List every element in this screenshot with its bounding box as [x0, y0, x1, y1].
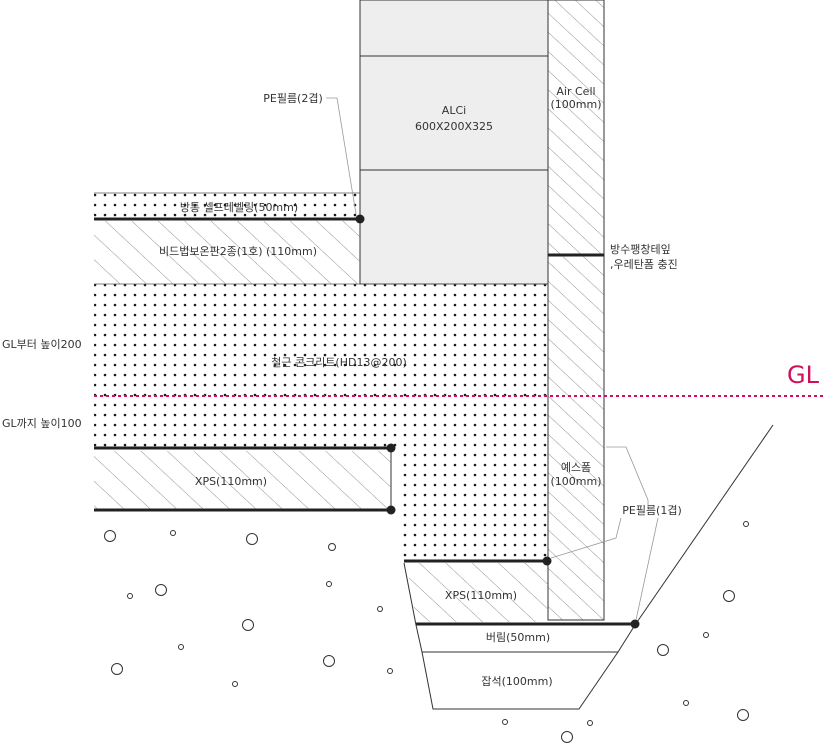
bead-insulation-layer: [94, 221, 360, 284]
xps-bottom-layer: [407, 563, 548, 622]
membranes: [94, 214, 640, 629]
height-from-gl-label: GL부터 높이200: [2, 338, 82, 351]
pe-film-bottom-label: PE필름(1겹): [622, 504, 682, 517]
air-cell-thk-label: (100mm): [550, 98, 601, 111]
xps-bottom-label: XPS(110mm): [445, 589, 517, 602]
gravel-label: 잡석(100mm): [481, 675, 552, 688]
height-to-gl-label: GL까지 높이100: [2, 417, 82, 430]
concrete-slab: [94, 283, 548, 560]
alc-name-label: ALCi: [442, 104, 466, 117]
alc-block: [359, 0, 549, 285]
self-leveling-layer: [94, 193, 360, 218]
xps-left-layer: [94, 451, 391, 510]
excavation-slope: [634, 424, 774, 626]
bead-insulation-label: 비드법보온판2종(1호) (110mm): [159, 245, 317, 258]
rc-concrete-label: 철근 콘크리트(HD13@200): [271, 356, 407, 369]
esfoam-thk-label: (100mm): [550, 475, 601, 488]
gl-label: GL: [787, 361, 820, 389]
self-leveling-label: 방통 셀프레벨링(50mm): [180, 201, 298, 214]
alc-size-label: 600X200X325: [415, 120, 493, 133]
air-cell-insulation: [547, 0, 605, 621]
pe-film-top-label: PE필름(2겹): [263, 92, 323, 105]
xps-left-label: XPS(110mm): [195, 475, 267, 488]
blinding-label: 버림(50mm): [486, 631, 550, 644]
air-cell-name-label: Air Cell: [556, 85, 595, 98]
waterstop-label-line2: ,우레탄폼 충진: [610, 258, 678, 271]
waterstop-label-line1: 방수팽창테잎: [610, 243, 671, 256]
esfoam-name-label: 예스폼: [561, 461, 591, 474]
leader-lines: [326, 97, 659, 621]
